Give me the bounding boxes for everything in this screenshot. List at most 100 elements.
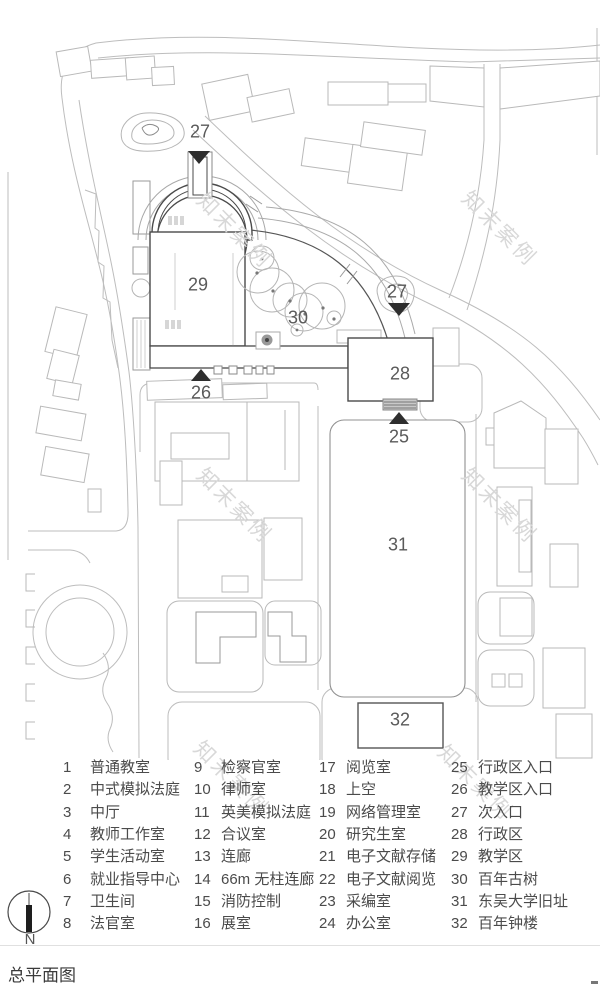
legend-item-number: 18 bbox=[319, 781, 336, 799]
legend-item-label: 行政区 bbox=[478, 825, 524, 843]
legend-item-number: 11 bbox=[194, 803, 210, 821]
compass-icon bbox=[7, 890, 51, 934]
legend-item-number: 8 bbox=[63, 915, 72, 933]
plan-label-32: 32 bbox=[389, 709, 411, 730]
compass-north-label: N bbox=[24, 931, 36, 948]
legend-item-number: 25 bbox=[451, 759, 468, 776]
legend-item: 20 研究生室 bbox=[319, 825, 406, 845]
legend-item-label: 上空 bbox=[346, 781, 377, 799]
legend-item-number: 29 bbox=[451, 848, 468, 866]
legend-item-number: 24 bbox=[319, 915, 336, 933]
plan-label-31: 31 bbox=[387, 534, 409, 555]
legend-item: 26 教学区入口 bbox=[451, 780, 553, 800]
legend-item-number: 3 bbox=[63, 803, 72, 821]
legend-item-label: 百年钟楼 bbox=[478, 915, 539, 933]
plan-label-25: 25 bbox=[388, 426, 410, 447]
legend-item-label: 中厅 bbox=[90, 803, 121, 821]
plan-label-27-east: 27 bbox=[386, 281, 408, 302]
north-compass: N bbox=[7, 888, 53, 950]
legend-item-number: 28 bbox=[451, 825, 468, 843]
legend-item-label: 中式模拟法庭 bbox=[90, 781, 181, 799]
legend-item-number: 19 bbox=[319, 803, 336, 821]
legend-item-number: 23 bbox=[319, 892, 336, 910]
plan-label-30: 30 bbox=[287, 307, 309, 328]
legend-item: 8 法官室 bbox=[63, 914, 135, 934]
plan-label-28: 28 bbox=[389, 363, 411, 384]
legend-item-label: 阅览室 bbox=[346, 759, 392, 776]
legend-item-label: 网络管理室 bbox=[346, 803, 422, 821]
plan-label-26: 26 bbox=[190, 382, 212, 403]
page-title: 总平面图 bbox=[8, 966, 76, 985]
legend-item-label: 百年古树 bbox=[478, 870, 539, 888]
legend-item: 12 合议室 bbox=[194, 825, 266, 845]
legend-item-number: 13 bbox=[194, 848, 211, 866]
legend-item-number: 31 bbox=[451, 892, 468, 910]
legend-item-number: 32 bbox=[451, 915, 468, 933]
legend-item-number: 12 bbox=[194, 825, 211, 843]
legend-item: 13 连廊 bbox=[194, 847, 251, 867]
legend-item: 23 采编室 bbox=[319, 892, 391, 912]
legend-item: 24 办公室 bbox=[319, 914, 391, 934]
legend-item: 32 百年钟楼 bbox=[451, 914, 538, 934]
legend-item-number: 21 bbox=[319, 848, 336, 866]
legend-item-label: 卫生间 bbox=[90, 892, 136, 910]
legend-item: 5 学生活动室 bbox=[63, 847, 165, 867]
legend-item: 7 卫生间 bbox=[63, 892, 135, 912]
legend-item-label: 次入口 bbox=[478, 803, 524, 821]
legend-item-label: 教学区 bbox=[478, 848, 524, 866]
footer-divider bbox=[0, 945, 600, 946]
legend-item-number: 2 bbox=[63, 781, 72, 799]
legend-item-label: 展室 bbox=[221, 915, 252, 933]
legend-item-label: 66m 无柱连廊 bbox=[221, 870, 315, 888]
entrance-arrows bbox=[188, 151, 410, 424]
legend-item: 3 中厅 bbox=[63, 803, 120, 823]
legend-item: 19 网络管理室 bbox=[319, 803, 421, 823]
corner-mark bbox=[591, 981, 598, 984]
legend-item: 2 中式模拟法庭 bbox=[63, 780, 180, 800]
legend-item-number: 26 bbox=[451, 781, 468, 799]
legend-item: 18 上空 bbox=[319, 780, 376, 800]
legend-item: 11 英美模拟法庭 bbox=[194, 803, 311, 823]
legend-item: 31 东吴大学旧址 bbox=[451, 892, 568, 912]
legend-item-number: 5 bbox=[63, 848, 72, 866]
legend-item-label: 采编室 bbox=[346, 892, 392, 910]
legend-item-number: 20 bbox=[319, 825, 336, 843]
legend-item-number: 7 bbox=[63, 892, 72, 910]
legend-item-label: 法官室 bbox=[90, 915, 136, 933]
legend-item-number: 10 bbox=[194, 781, 211, 799]
legend-item: 28 行政区 bbox=[451, 825, 523, 845]
legend-item: 21 电子文献存储 bbox=[319, 847, 436, 867]
legend-item-number: 22 bbox=[319, 870, 336, 888]
legend-item-number: 17 bbox=[319, 759, 336, 776]
legend-item: 17 阅览室 bbox=[319, 758, 391, 778]
legend-item-number: 30 bbox=[451, 870, 468, 888]
legend-item-number: 6 bbox=[63, 870, 72, 888]
legend-item-label: 英美模拟法庭 bbox=[221, 803, 312, 821]
legend-item: 14 66m 无柱连廊 bbox=[194, 870, 314, 890]
legend-item-label: 电子文献阅览 bbox=[346, 870, 437, 888]
legend-item-label: 教学区入口 bbox=[478, 781, 554, 799]
legend-item-label: 办公室 bbox=[346, 915, 392, 933]
legend-item-number: 14 bbox=[194, 870, 211, 888]
legend-item-label: 行政区入口 bbox=[478, 759, 554, 776]
legend-item-number: 16 bbox=[194, 915, 211, 933]
legend-item-label: 研究生室 bbox=[346, 825, 407, 843]
legend-item-label: 普通教室 bbox=[90, 759, 151, 776]
plan-label-27-north: 27 bbox=[189, 121, 211, 142]
legend-item-label: 连廊 bbox=[221, 848, 252, 866]
legend-item: 16 展室 bbox=[194, 914, 251, 934]
legend-item: 30 百年古树 bbox=[451, 870, 538, 890]
legend-item-number: 15 bbox=[194, 892, 211, 910]
legend-item-label: 学生活动室 bbox=[90, 848, 166, 866]
legend-item-label: 东吴大学旧址 bbox=[478, 892, 569, 910]
plan-label-29: 29 bbox=[187, 274, 209, 295]
legend-item-label: 合议室 bbox=[221, 825, 267, 843]
legend-item-label: 电子文献存储 bbox=[346, 848, 437, 866]
legend-item-number: 4 bbox=[63, 825, 72, 843]
